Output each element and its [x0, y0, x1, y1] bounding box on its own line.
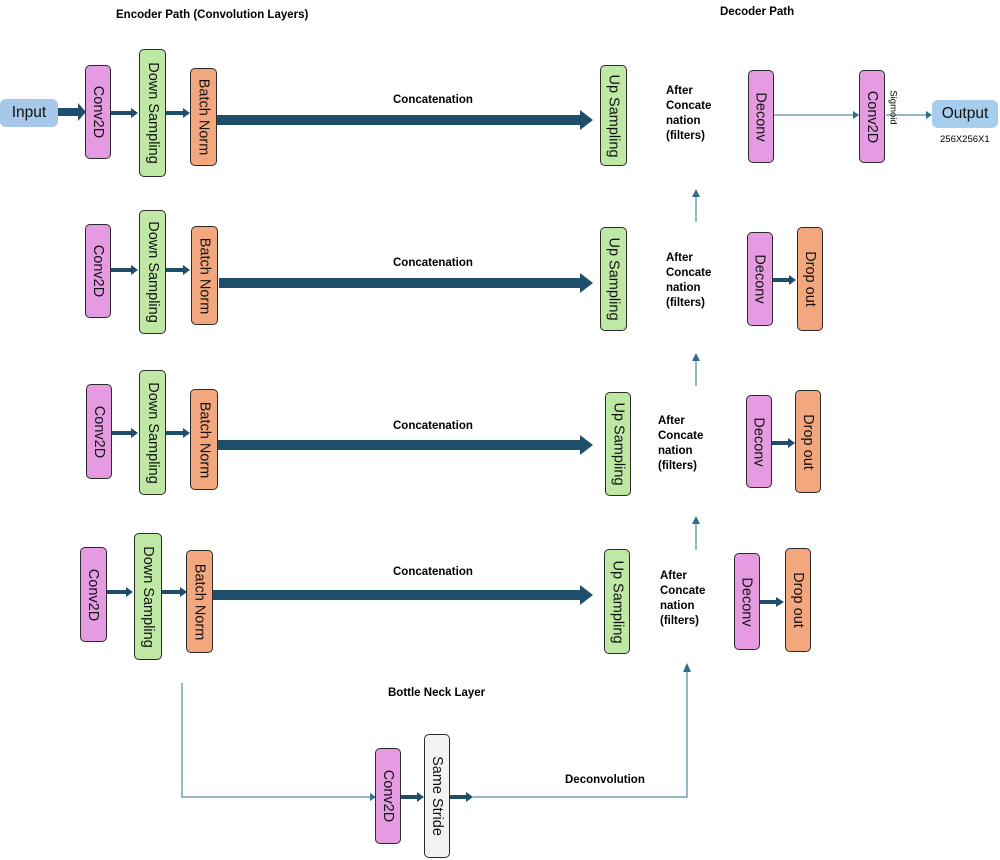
concat-arrow-r1 — [217, 110, 593, 130]
r1-output-conv2d-block: Conv2D — [859, 70, 885, 163]
r1-concatenation-label: Concatenation — [393, 94, 473, 106]
r4-up-sampling-block: Up Sampling — [604, 549, 630, 654]
r2-drop-out-block: Drop out — [797, 227, 823, 331]
arrow-r1-conv-down — [111, 108, 138, 118]
r3-drop-out-block: Drop out — [795, 390, 821, 493]
deconvolution-line — [473, 670, 688, 798]
arrow-r3-deconv-dropout — [772, 438, 795, 448]
decoder-heading: Decoder Path — [720, 6, 795, 18]
r4-down-sampling-block: Down Sampling — [134, 533, 162, 660]
r2-up-sampling-block: Up Sampling — [600, 227, 627, 331]
input-node: Input — [0, 99, 58, 127]
arrow-r4-conv-down — [107, 587, 133, 597]
r2-batch-norm-block: Batch Norm — [191, 226, 218, 325]
r3-batch-norm-block: Batch Norm — [190, 389, 218, 490]
arrow-r2-deconv-dropout — [773, 275, 796, 285]
r3-conv2d-block: Conv2D — [86, 384, 112, 479]
r2-conv2d-block: Conv2D — [85, 224, 111, 318]
arrow-bn-conv-stride — [401, 792, 424, 802]
bottleneck-heading: Bottle Neck Layer — [388, 687, 486, 699]
arrow-r1-down-bn — [166, 108, 190, 118]
r3-concatenation-label: Concatenation — [393, 420, 473, 432]
r3-deconv-block: Deconv — [746, 395, 772, 488]
r3-up-sampling-block: Up Sampling — [605, 392, 631, 496]
arrow-r4-down-bn — [162, 587, 187, 597]
encoder-heading: Encoder Path (Convolution Layers) — [116, 9, 309, 21]
output-size-label: 256X256X1 — [940, 134, 990, 145]
r1-deconv-block: Deconv — [748, 70, 774, 163]
output-node: Output — [932, 100, 998, 128]
r1-down-sampling-block: Down Sampling — [139, 49, 166, 177]
r4-deconv-block: Deconv — [734, 553, 760, 650]
arrow-r2-down-bn — [166, 265, 190, 275]
r1-batch-norm-block: Batch Norm — [190, 68, 217, 166]
r4-drop-out-block: Drop out — [785, 548, 811, 652]
r4-concatenation-label: Concatenation — [393, 566, 473, 578]
concat-arrow-r4 — [213, 585, 593, 605]
bottleneck-conv2d-block: Conv2D — [375, 748, 401, 844]
deconvolution-label: Deconvolution — [565, 774, 645, 786]
arrow-r2-conv-down — [111, 265, 138, 275]
concat-arrow-r2 — [219, 273, 593, 293]
concat-arrow-r3 — [218, 435, 593, 455]
sigmoid-label: Sigmoid — [887, 90, 899, 125]
r1-up-sampling-block: Up Sampling — [600, 65, 627, 166]
r2-down-sampling-block: Down Sampling — [139, 210, 166, 334]
arrow-bn-stride-out — [450, 792, 473, 802]
bottleneck-same-stride-block: Same Stride — [424, 734, 450, 858]
arrow-r3-conv-down — [112, 428, 138, 438]
arrow-r4-deconv-dropout — [760, 597, 784, 607]
r3-down-sampling-block: Down Sampling — [139, 370, 166, 495]
r2-concatenation-label: Concatenation — [393, 257, 473, 269]
r4-batch-norm-block: Batch Norm — [186, 550, 213, 653]
r4-conv2d-block: Conv2D — [80, 547, 107, 642]
r2-deconv-block: Deconv — [747, 232, 773, 326]
input-arrow — [58, 103, 86, 121]
r1-conv2d-block: Conv2D — [85, 65, 111, 159]
skip-to-bottleneck-line — [181, 683, 370, 798]
arrow-r3-down-bn — [166, 428, 190, 438]
